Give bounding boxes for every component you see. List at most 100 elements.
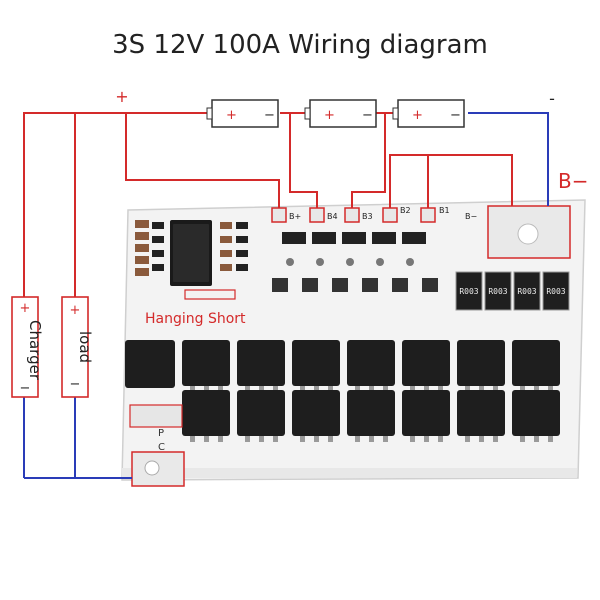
mosfet-pin (259, 436, 264, 442)
mosfet (457, 340, 505, 386)
blue-wires (23, 112, 549, 479)
control-ic (170, 220, 212, 286)
mosfet-pin (259, 386, 264, 392)
mosfet-pin (245, 386, 250, 392)
mosfet-pin (355, 436, 360, 442)
mosfet-pin (520, 436, 525, 442)
mosfet-pin (534, 436, 539, 442)
cell-minus-label: − (450, 108, 461, 123)
negative-label: - (549, 89, 555, 108)
mosfet-pin (410, 436, 415, 442)
pad-label-bminus: B− (465, 212, 477, 221)
mosfet-pin (218, 386, 223, 392)
mosfet (292, 390, 340, 436)
resistor-label: R003 (488, 287, 507, 296)
mosfet (402, 390, 450, 436)
positive-label: + (115, 87, 128, 106)
mosfet-pin (479, 386, 484, 392)
mosfet (182, 340, 230, 386)
pad-label-b2: B2 (400, 206, 411, 215)
mosfet-pin (479, 436, 484, 442)
mosfet-pin (438, 436, 443, 442)
p-c-pads: P C (129, 404, 185, 487)
battery-cell: +− (304, 99, 377, 128)
mosfet-pin (204, 386, 209, 392)
balance-resistors (272, 232, 438, 292)
mosfet-pin (383, 386, 388, 392)
mosfet-pin (273, 386, 278, 392)
cell-plus-label: + (324, 108, 335, 123)
pad-label-b3: B3 (362, 212, 373, 221)
mosfet-pin (383, 436, 388, 442)
mosfet-pin (218, 436, 223, 442)
mosfet-pin (410, 386, 415, 392)
pad-label-c: C (158, 442, 165, 453)
mosfet (457, 390, 505, 436)
mosfet-pin (493, 436, 498, 442)
mosfet-pin (273, 436, 278, 442)
mosfet-pin (534, 386, 539, 392)
charger-minus: − (20, 381, 31, 396)
mosfet-pin (204, 436, 209, 442)
mosfet-pin (355, 386, 360, 392)
mosfet-pin (369, 436, 374, 442)
mosfet-pin (465, 386, 470, 392)
cell-minus-label: − (264, 108, 275, 123)
mosfet (182, 390, 230, 436)
load-terminal: + load − (61, 296, 94, 398)
b-minus-pad (487, 205, 571, 259)
load-label: load (76, 331, 94, 363)
resistor-label: R003 (517, 287, 536, 296)
mosfet (347, 340, 395, 386)
pad-label-p: P (158, 428, 164, 439)
mosfet-array (125, 340, 560, 442)
mosfet-pin (300, 436, 305, 442)
mosfet-pin (465, 436, 470, 442)
cell-minus-label: − (362, 108, 373, 123)
mosfet (512, 340, 560, 386)
mosfet (237, 390, 285, 436)
battery-cell: +− (206, 99, 279, 128)
mosfet (125, 340, 175, 388)
mosfet-pin (314, 436, 319, 442)
load-plus: + (70, 303, 81, 318)
mosfet (347, 390, 395, 436)
mosfet-pin (493, 386, 498, 392)
cell-plus-label: + (412, 108, 423, 123)
hanging-short-label: Hanging Short (145, 311, 246, 327)
resistor-label: R003 (459, 287, 478, 296)
pad-label-b4: B4 (327, 212, 338, 221)
charger-label: Charger (26, 320, 44, 381)
mosfet-pin (190, 436, 195, 442)
mosfet-pin (424, 436, 429, 442)
diagram-title: 3S 12V 100A Wiring diagram (112, 30, 488, 60)
mosfet-pin (369, 386, 374, 392)
shunt-resistors: R003 R003 R003 R003 (455, 271, 570, 311)
b-minus-label: B− (558, 169, 588, 193)
mosfet-pin (438, 386, 443, 392)
mosfet-pin (548, 436, 553, 442)
mosfet (292, 340, 340, 386)
resistor-label: R003 (546, 287, 565, 296)
mosfet-pin (300, 386, 305, 392)
pad-label-bplus: B+ (289, 212, 301, 221)
mosfet-pin (328, 386, 333, 392)
mosfet-pin (190, 386, 195, 392)
mosfet (512, 390, 560, 436)
charger-plus: + (20, 301, 31, 316)
cell-plus-label: + (226, 108, 237, 123)
load-minus: − (70, 377, 81, 392)
mosfet-pin (245, 436, 250, 442)
mosfet (402, 340, 450, 386)
mosfet-pin (548, 386, 553, 392)
charger-terminal: + Charger − (11, 296, 44, 398)
balance-pads: B+ B4 B3 B2 B1 B− (271, 206, 477, 223)
hanging-short-marker: Hanging Short (145, 289, 246, 327)
mosfet-pin (520, 386, 525, 392)
mosfet-pin (424, 386, 429, 392)
battery-cells: +−+−+− (206, 99, 465, 128)
mosfet-pin (328, 436, 333, 442)
pad-label-b1: B1 (439, 206, 450, 215)
smd-components-left (135, 220, 248, 276)
